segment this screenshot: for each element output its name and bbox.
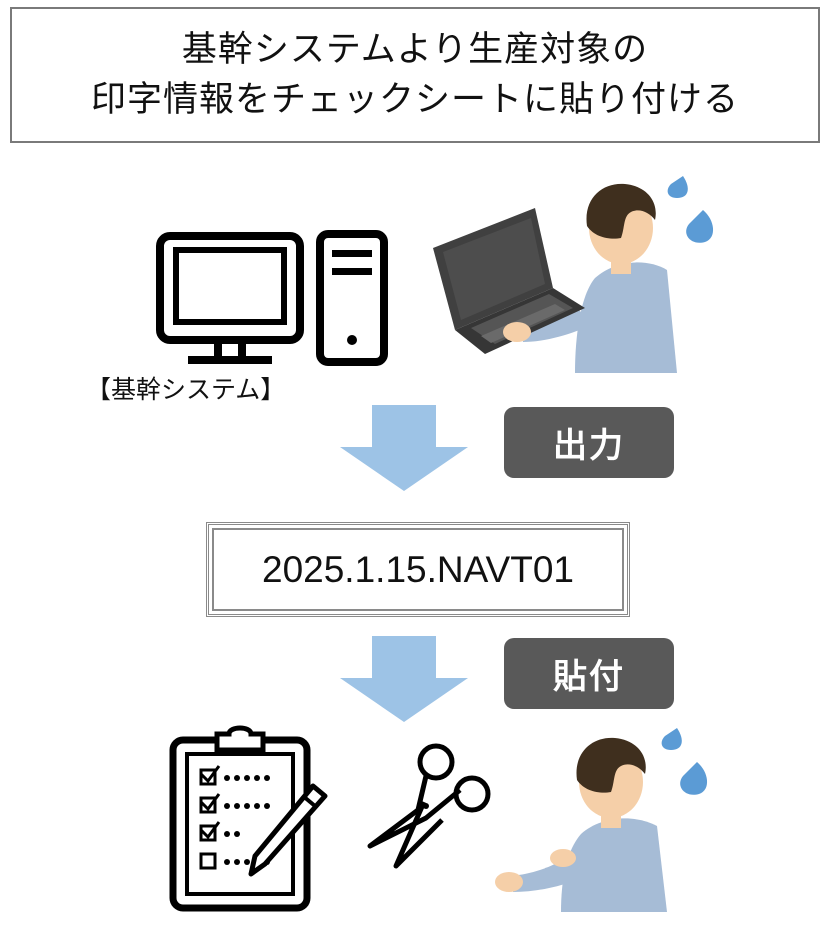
title-line-1: 基幹システムより生産対象の (181, 30, 649, 70)
down-arrow-1 (340, 405, 468, 491)
scissors-icon (367, 743, 491, 869)
person-with-laptop-illustration (433, 176, 714, 373)
printed-code-box: 2025.1.15.NAVT01 (206, 522, 630, 617)
laptop-icon (433, 208, 585, 354)
sweat-drop-icon (661, 728, 708, 795)
output-badge: 出力 (504, 407, 674, 478)
checklist-clipboard-icon (169, 725, 328, 912)
paste-badge: 貼付 (504, 638, 674, 709)
sweat-drop-icon (667, 176, 714, 243)
printed-code: 2025.1.15.NAVT01 (262, 548, 574, 590)
title-box: 基幹システムより生産対象の 印字情報をチェックシートに貼り付ける (10, 7, 820, 143)
title-line-2: 印字情報をチェックシートに貼り付ける (90, 80, 739, 120)
desktop-monitor-icon (156, 232, 304, 364)
pc-tower-icon (316, 230, 388, 366)
pen-icon (248, 783, 328, 877)
person-illustration (495, 728, 708, 912)
down-arrow-2 (340, 636, 468, 722)
system-label: 【基幹システム】 (86, 375, 286, 404)
